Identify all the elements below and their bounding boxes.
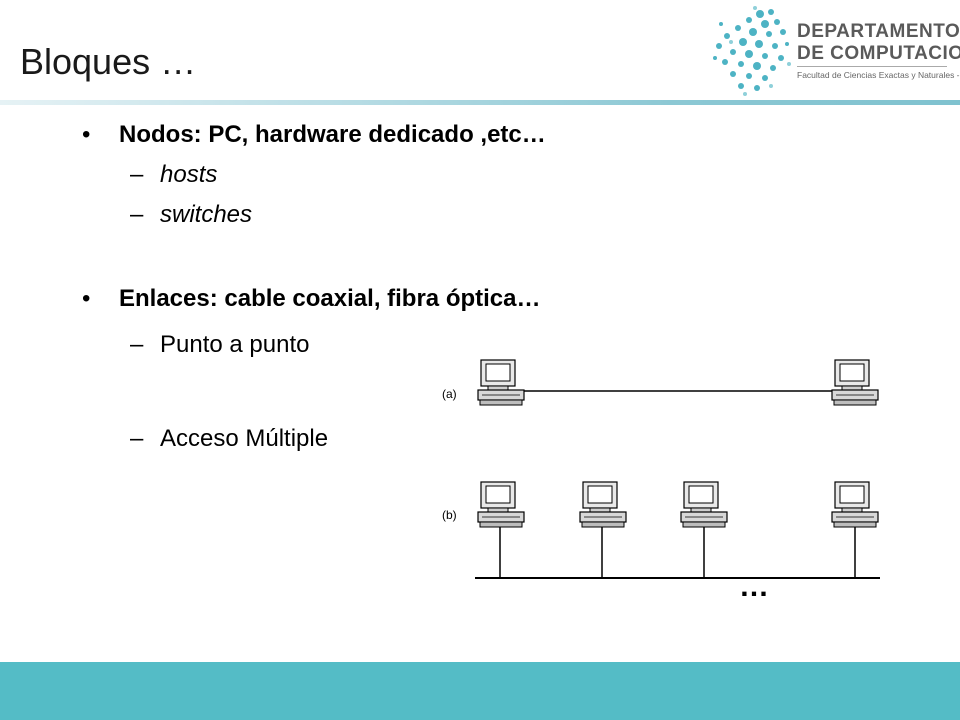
department-logo: DEPARTAMENTO DE COMPUTACION Facultad de … — [705, 2, 960, 98]
subitem-text: switches — [160, 201, 253, 228]
subitem-text: hosts — [160, 161, 218, 188]
pc-icon — [477, 359, 525, 406]
logo-title-line2: DE COMPUTACION — [797, 43, 960, 64]
bullet-marker: • — [82, 285, 91, 312]
subitem-text: Punto a punto — [160, 331, 310, 358]
shared-bus — [475, 527, 880, 579]
diagram-ellipsis: … — [739, 570, 770, 603]
bullet-text: Nodos: PC, hardware dedicado ,etc… — [119, 121, 546, 148]
pc-icon — [831, 359, 879, 406]
subitem-marker: – — [130, 161, 144, 188]
subitem-marker: – — [130, 331, 144, 358]
title-divider — [0, 100, 960, 105]
pc-icon — [579, 481, 627, 528]
logo-title-line1: DEPARTAMENTO — [797, 21, 960, 42]
pc-icon — [831, 481, 879, 528]
pc-icon — [477, 481, 525, 528]
logo-dots-icon — [713, 6, 791, 96]
diagram-label-a: (a) — [442, 387, 457, 401]
pc-icon — [680, 481, 728, 528]
subitem-marker: – — [130, 425, 144, 452]
subitem-text: Acceso Múltiple — [160, 425, 329, 452]
diagram-label-b: (b) — [442, 508, 457, 522]
subitem-marker: – — [130, 201, 144, 228]
footer-band — [0, 662, 960, 720]
logo-divider — [797, 66, 947, 67]
bullet-text: Enlaces: cable coaxial, fibra óptica… — [119, 285, 541, 312]
slide-title: Bloques … — [20, 41, 197, 82]
logo-subtitle: Facultad de Ciencias Exactas y Naturales… — [797, 70, 960, 80]
bullet-marker: • — [82, 121, 91, 148]
